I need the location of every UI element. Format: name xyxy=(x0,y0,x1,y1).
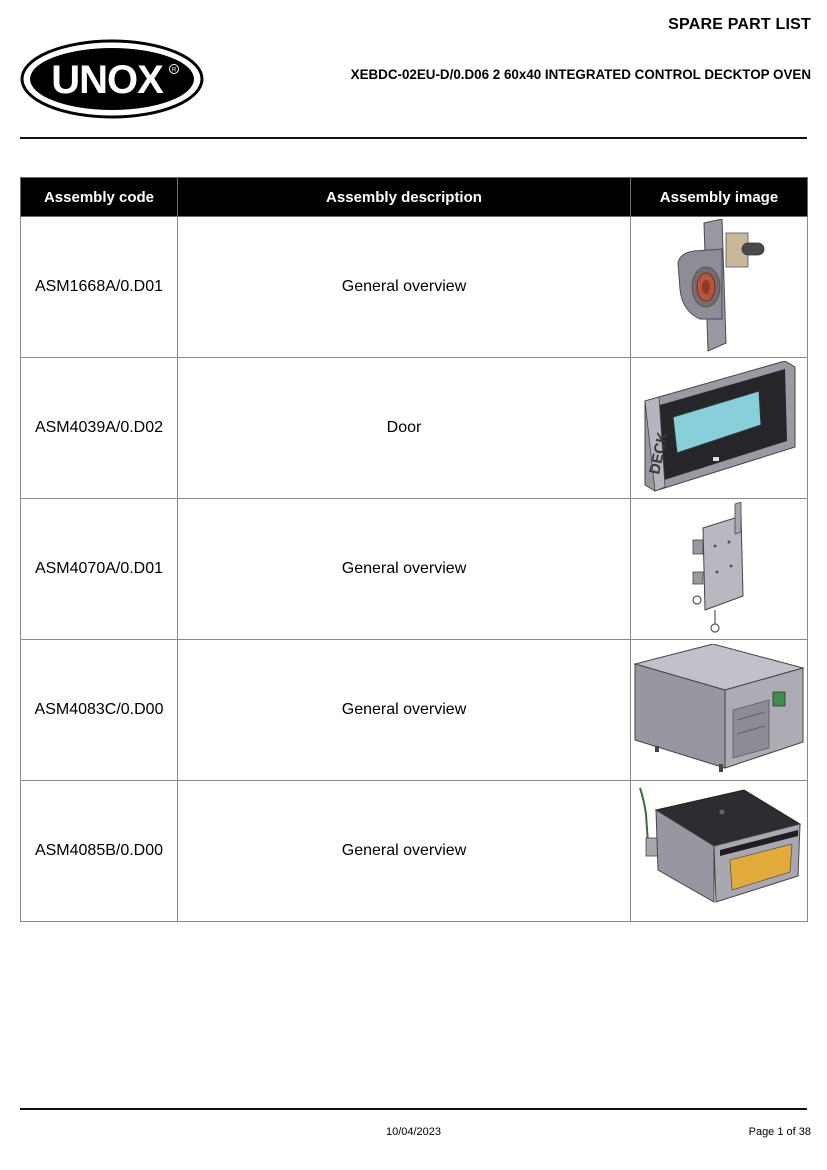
side-panel-assembly-image xyxy=(692,502,744,633)
header-divider xyxy=(20,137,807,139)
oven-door-image: DECK xyxy=(644,361,796,492)
assembly-description: General overview xyxy=(177,498,631,640)
table-row: ASM4070A/0.D01 General overview xyxy=(20,498,808,640)
assembly-image-cell: DECK xyxy=(630,357,808,499)
table-row: ASM1668A/0.D01 General overview xyxy=(20,216,808,358)
column-header-code: Assembly code xyxy=(20,177,178,217)
assembly-code: ASM4085B/0.D00 xyxy=(20,780,178,922)
unox-logo: UNOX R xyxy=(19,38,205,120)
table-row: ASM4039A/0.D02 Door DECK xyxy=(20,357,808,499)
table-header-row: Assembly code Assembly description Assem… xyxy=(20,177,808,217)
table-row: ASM4085B/0.D00 General overview xyxy=(20,780,808,922)
oven-chassis-image xyxy=(633,644,805,772)
assembly-image-cell xyxy=(630,216,808,358)
fan-motor-assembly-image xyxy=(677,219,765,352)
assembly-table: Assembly code Assembly description Assem… xyxy=(20,177,808,922)
page-number: Page 1 of 38 xyxy=(748,1126,811,1138)
assembly-image-cell xyxy=(630,780,808,922)
assembly-description: General overview xyxy=(177,780,631,922)
product-title: XEBDC-02EU-D/0.D06 2 60x40 INTEGRATED CO… xyxy=(350,67,811,82)
table-row: ASM4083C/0.D00 General overview xyxy=(20,639,808,781)
assembly-description: General overview xyxy=(177,216,631,358)
assembly-code: ASM4070A/0.D01 xyxy=(20,498,178,640)
assembly-code: ASM4039A/0.D02 xyxy=(20,357,178,499)
assembly-code: ASM4083C/0.D00 xyxy=(20,639,178,781)
assembly-image-cell xyxy=(630,639,808,781)
footer-date: 10/04/2023 xyxy=(385,1126,442,1138)
deck-chamber-image xyxy=(639,787,802,903)
footer-divider xyxy=(20,1108,807,1110)
column-header-image: Assembly image xyxy=(630,177,808,217)
column-header-description: Assembly description xyxy=(177,177,631,217)
svg-text:R: R xyxy=(172,68,177,74)
assembly-code: ASM1668A/0.D01 xyxy=(20,216,178,358)
assembly-description: General overview xyxy=(177,639,631,781)
assembly-description: Door xyxy=(177,357,631,499)
logo-lettering: UNOX xyxy=(51,58,164,102)
document-type-title: SPARE PART LIST xyxy=(668,16,811,33)
assembly-image-cell xyxy=(630,498,808,640)
